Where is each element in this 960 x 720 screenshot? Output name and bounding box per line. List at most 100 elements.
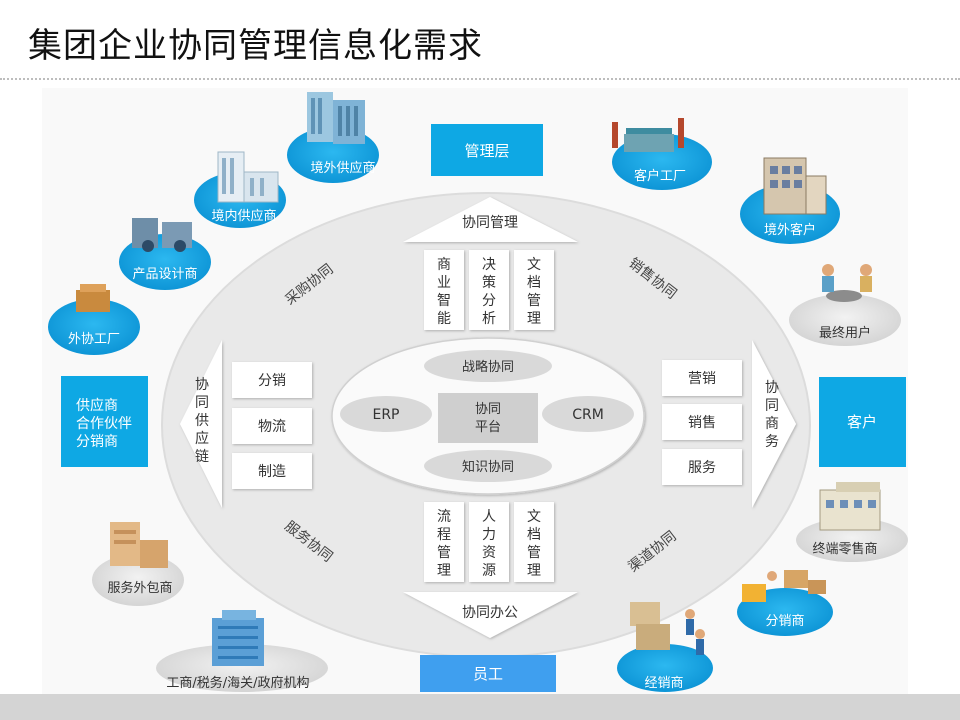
- office-building-icon: [307, 92, 365, 144]
- strategy-collab-pill: [424, 350, 552, 382]
- left-arrow-char: 同: [195, 395, 209, 411]
- module-marketing-label: 营销: [688, 371, 716, 387]
- module-manufacturing: [232, 453, 312, 489]
- left-arrow-char: 供: [195, 413, 209, 429]
- product-designer-label: 产品设计商: [132, 267, 197, 282]
- module-char: 理: [527, 311, 541, 327]
- module-char: 析: [482, 311, 496, 327]
- customer-box: [819, 377, 906, 467]
- module-char: 管: [437, 545, 451, 561]
- crm-pill: [542, 396, 634, 432]
- top-modules: 商 业 智 能 决 策 分 析 文 档 管 理: [424, 250, 554, 330]
- module-char: 程: [437, 527, 451, 543]
- module-logistics: [232, 408, 312, 444]
- module-logistics-label: 物流: [258, 419, 286, 435]
- stakeholder-overseas-customer: 境外客户: [740, 157, 840, 244]
- module-document-management: [514, 250, 554, 330]
- bottom-modules: 流 程 管 理 人 力 资 源 文 档 管 理: [424, 502, 554, 582]
- boxes-workers-icon: [630, 602, 705, 655]
- office-building-icon: [217, 151, 279, 203]
- module-sales: [662, 404, 742, 440]
- crm-label: CRM: [572, 407, 604, 423]
- retailer-label: 终端零售商: [812, 541, 877, 557]
- erp-pill: [340, 396, 432, 432]
- collab-platform: [438, 393, 538, 443]
- module-char: 文: [527, 257, 541, 273]
- suppliers-label-2: 合作伙伴: [76, 416, 132, 432]
- stakeholder-service-outsourcer: 服务外包商: [92, 522, 184, 606]
- module-char: 力: [482, 527, 496, 543]
- collab-platform-label-2: 平台: [475, 420, 501, 435]
- suppliers-box: [61, 376, 148, 467]
- module-char: 业: [437, 275, 451, 291]
- forklift-boxes-icon: [742, 570, 826, 602]
- stakeholder-overseas-supplier: 境外供应商: [287, 92, 379, 183]
- top-arrow: [403, 197, 578, 242]
- left-arrow-char: 应: [195, 430, 209, 447]
- stakeholder-outsourced-factory: 外协工厂: [48, 284, 140, 355]
- stakeholder-end-user: 最终用户: [789, 264, 901, 346]
- module-distribution: [232, 362, 312, 398]
- strategy-collab-label: 战略协同: [462, 359, 514, 375]
- module-char: 商: [437, 257, 451, 273]
- stakeholder-customer-factory: 客户工厂: [612, 118, 712, 190]
- right-arrow-char: 同: [765, 398, 779, 414]
- right-arrow-char: 商: [765, 416, 779, 432]
- module-char: 分: [482, 293, 496, 309]
- module-business-intelligence: [424, 250, 464, 330]
- management-box: [431, 124, 543, 176]
- module-manufacturing-label: 制造: [258, 464, 286, 480]
- distributor-label: 分销商: [765, 614, 804, 629]
- suppliers-label-1: 供应商: [76, 397, 118, 414]
- erp-label: ERP: [372, 407, 399, 423]
- module-char: 理: [437, 563, 451, 579]
- stakeholder-government: 工商/税务/海关/政府机构: [156, 610, 328, 692]
- right-arrow-label: 协 同 商 务: [765, 380, 779, 450]
- factory-machine-icon: [132, 218, 192, 252]
- top-arrow-label: 协同管理: [462, 215, 518, 231]
- end-user-label: 最终用户: [819, 325, 871, 341]
- customer-label: 客户: [847, 413, 877, 431]
- module-char: 流: [437, 509, 451, 525]
- store-building-icon: [819, 482, 881, 531]
- stakeholder-product-designer: 产品设计商: [119, 218, 211, 290]
- stakeholder-dealer: 经销商: [617, 602, 713, 692]
- module-char: 档: [527, 527, 541, 543]
- service-outsourcer-label: 服务外包商: [107, 580, 172, 596]
- meeting-people-icon: [822, 264, 872, 302]
- pallet-boxes-icon: [76, 284, 110, 312]
- stakeholder-domestic-supplier: 境内供应商: [194, 151, 286, 228]
- right-arrow: [752, 340, 796, 508]
- left-arrow-label: 协 同 供 应 链: [195, 377, 209, 465]
- suppliers-label-3: 分销商: [76, 434, 118, 450]
- customer-factory-label: 客户工厂: [634, 168, 686, 184]
- module-char: 智: [437, 293, 451, 309]
- module-char: 人: [482, 509, 496, 525]
- module-service: [662, 449, 742, 485]
- staff-box: [420, 655, 556, 692]
- footer-bar: [0, 694, 960, 720]
- module-char: 策: [482, 274, 496, 291]
- module-human-resources: [469, 502, 509, 582]
- module-char: 管: [527, 545, 541, 561]
- left-arrow-char: 协: [195, 377, 209, 393]
- module-sales-label: 销售: [688, 415, 716, 431]
- right-arrow-char: 务: [765, 434, 779, 450]
- bottom-arrow: [403, 592, 578, 638]
- module-char: 文: [527, 509, 541, 525]
- outsourced-factory-label: 外协工厂: [68, 332, 120, 347]
- factory-icon: [612, 118, 684, 152]
- module-char: 源: [482, 563, 496, 579]
- title-divider: [0, 78, 960, 80]
- left-arrow: [180, 340, 222, 508]
- module-marketing: [662, 360, 742, 396]
- knowledge-collab-pill: [424, 450, 552, 482]
- collab-platform-label-1: 协同: [475, 402, 501, 417]
- domestic-supplier-label: 境内供应商: [211, 208, 276, 224]
- module-char: 决: [482, 257, 496, 273]
- module-char: 档: [527, 275, 541, 291]
- bottom-arrow-label: 协同办公: [462, 605, 518, 621]
- staff-label: 员工: [473, 665, 503, 683]
- module-document-management-2: [514, 502, 554, 582]
